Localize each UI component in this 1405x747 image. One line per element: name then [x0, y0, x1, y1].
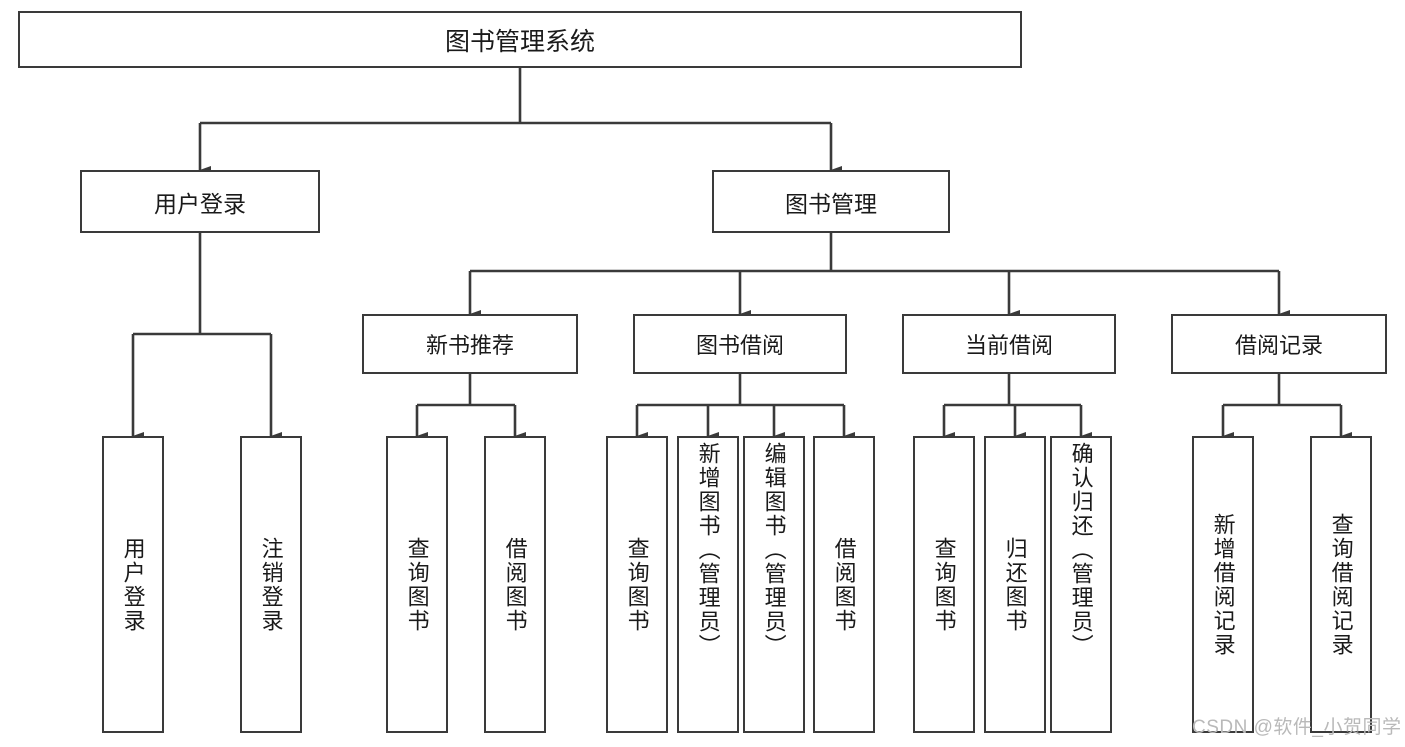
leaf-label: 归还图书 [1002, 536, 1028, 633]
leaf-node[interactable]: 注销登录 [240, 436, 302, 733]
leaf-inner: 归还图书 [986, 438, 1044, 731]
leaf-inner: 用户登录 [104, 438, 162, 731]
leaf-label: 用户登录 [120, 536, 146, 633]
node-book-management[interactable]: 图书管理 [712, 170, 950, 233]
node-root-label: 图书管理系统 [444, 27, 595, 56]
leaf-node[interactable]: 查询图书 [606, 436, 668, 733]
leaf-node[interactable]: 编辑图书（管理员） [743, 436, 805, 733]
csdn-watermark: CSDN @软件_小贺同学 [1192, 717, 1402, 738]
leaf-node[interactable]: 新增图书（管理员） [677, 436, 739, 733]
leaf-inner: 确认归还（管理员） [1052, 438, 1110, 735]
leaf-inner: 查询图书 [388, 438, 446, 731]
leaf-label: 查询图书 [404, 536, 430, 633]
node-current-borrow[interactable]: 当前借阅 [902, 314, 1116, 374]
leaf-inner: 查询图书 [915, 438, 973, 731]
leaf-node[interactable]: 查询借阅记录 [1310, 436, 1372, 733]
leaf-label: 新增图书（管理员） [695, 442, 721, 658]
leaf-label: 查询借阅记录 [1328, 512, 1354, 657]
leaf-node[interactable]: 新增借阅记录 [1192, 436, 1254, 733]
leaf-node[interactable]: 确认归还（管理员） [1050, 436, 1112, 733]
node-user-login[interactable]: 用户登录 [80, 170, 320, 233]
leaf-label: 注销登录 [258, 536, 284, 633]
node-current-borrow-label: 当前借阅 [964, 333, 1053, 358]
leaf-label: 确认归还（管理员） [1068, 442, 1094, 658]
leaf-inner: 新增图书（管理员） [679, 438, 737, 735]
leaf-label: 查询图书 [931, 536, 957, 633]
node-book-borrow-label: 图书借阅 [695, 333, 784, 358]
node-user-login-label: 用户登录 [154, 190, 246, 217]
node-root[interactable]: 图书管理系统 [18, 11, 1022, 68]
leaf-node[interactable]: 借阅图书 [813, 436, 875, 733]
leaf-label: 新增借阅记录 [1210, 512, 1236, 657]
node-new-book-recommend-label: 新书推荐 [425, 333, 514, 358]
leaf-node[interactable]: 借阅图书 [484, 436, 546, 733]
leaf-inner: 新增借阅记录 [1194, 438, 1252, 731]
leaf-inner: 编辑图书（管理员） [745, 438, 803, 735]
node-book-borrow[interactable]: 图书借阅 [633, 314, 847, 374]
leaf-inner: 查询图书 [608, 438, 666, 731]
node-new-book-recommend[interactable]: 新书推荐 [362, 314, 578, 374]
node-borrow-records-label: 借阅记录 [1234, 333, 1323, 358]
leaf-node[interactable]: 查询图书 [913, 436, 975, 733]
leaf-node[interactable]: 用户登录 [102, 436, 164, 733]
leaf-label: 查询图书 [624, 536, 650, 633]
leaf-label: 编辑图书（管理员） [761, 442, 787, 658]
leaf-inner: 查询借阅记录 [1312, 438, 1370, 731]
leaf-inner: 注销登录 [242, 438, 300, 731]
leaf-inner: 借阅图书 [815, 438, 873, 731]
node-book-management-label: 图书管理 [785, 190, 877, 217]
leaf-node[interactable]: 归还图书 [984, 436, 1046, 733]
node-borrow-records[interactable]: 借阅记录 [1171, 314, 1387, 374]
leaf-inner: 借阅图书 [486, 438, 544, 731]
leaf-label: 借阅图书 [831, 536, 857, 633]
leaf-node[interactable]: 查询图书 [386, 436, 448, 733]
leaf-label: 借阅图书 [502, 536, 528, 633]
